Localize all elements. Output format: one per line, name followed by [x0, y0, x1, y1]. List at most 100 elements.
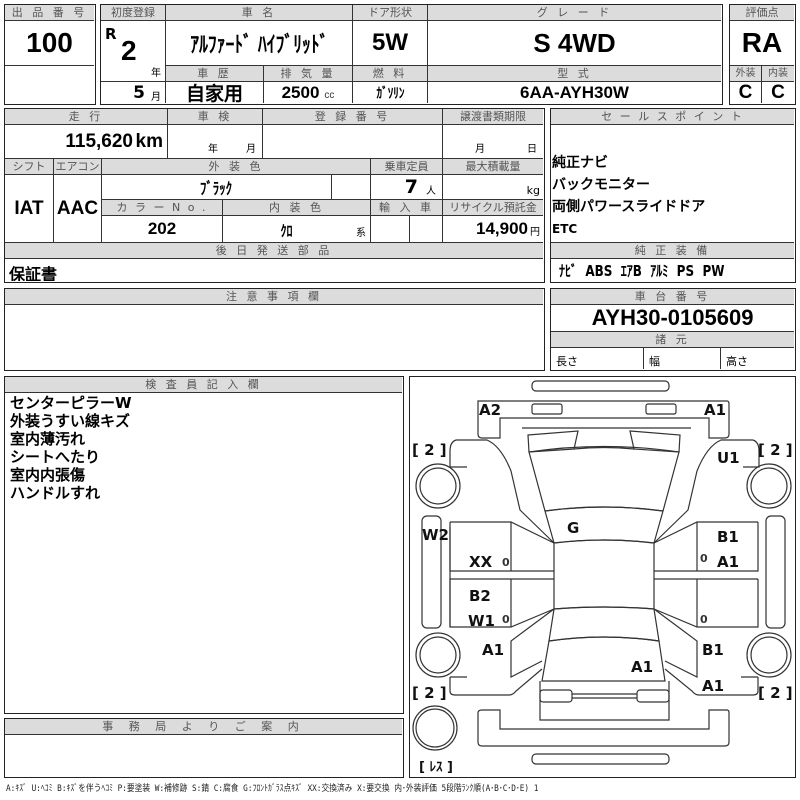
max-load-cell: kg: [443, 175, 543, 200]
capacity-label: 乗車定員: [371, 159, 443, 175]
capacity-cell: 7 人: [371, 175, 443, 200]
car-outline: [412, 380, 792, 765]
chassis-box: 車 台 番 号 AYH30-0105609 諸 元 長さ 幅 高さ: [550, 288, 796, 371]
registration-month-cell: 5 月: [101, 82, 166, 103]
inspector-note: 外装うすい線キズ: [10, 412, 131, 430]
registration-year-unit: 年: [151, 68, 161, 79]
mark-front-right: A1: [704, 401, 726, 419]
inspector-label: 検 査 員 記 入 欄: [5, 377, 402, 393]
plate-label: 登 録 番 号: [263, 109, 443, 125]
equipment-cell: ﾅﾋﾞ ABS ｴｱB ｱﾙﾐ PS PW: [551, 259, 794, 281]
mark-left-quarter: A1: [482, 641, 504, 659]
interior-score: C: [771, 82, 785, 103]
max-load-label: 最大積載量: [443, 159, 543, 175]
mark-rear-gate: A1: [631, 658, 653, 676]
vehicle-info-box: 初度登録 R 2 年 5 月 車 名 ｱﾙﾌｧｰﾄﾞ ﾊｲﾌﾞﾘｯﾄﾞ 車 歴 …: [100, 4, 723, 105]
damage-marks: A2 A1 U1 W2 G XX B2 W1 B1 A1 A1 B1 A1 A1: [422, 401, 740, 695]
displacement-unit: cc: [324, 90, 335, 101]
caution-label: 注 意 事 項 欄: [5, 289, 543, 305]
rear-glass: [548, 606, 660, 642]
mileage-value: 115,620: [65, 131, 133, 152]
right-quarter: [653, 608, 759, 696]
inspector-notes: センターピラーW 外装うすい線キズ 室内薄汚れ シートへたり 室内内張傷 ハンド…: [5, 393, 402, 712]
tread-rear-left: [ 2 ]: [412, 684, 447, 702]
sales-points-box: セ ー ル ス ポ イ ン ト 純正ナビ バックモニター 両側パワースライドドア…: [550, 108, 796, 283]
displacement-value: 2500: [281, 82, 320, 102]
inspector-box: 検 査 員 記 入 欄 センターピラーW 外装うすい線キズ 室内薄汚れ シートへ…: [4, 376, 404, 714]
damage-legend: A:ｷｽﾞ U:ﾍｺﾐ B:ｷｽﾞを伴うﾍｺﾐ P:要塗装 W:補修跡 S:錆 …: [6, 784, 539, 794]
rear-light-left: [539, 689, 573, 703]
recycle-cell: 14,900 円: [443, 216, 543, 243]
score-label: 評価点: [730, 5, 794, 21]
interior-score-label: 内装: [762, 66, 794, 82]
left-doors: [449, 521, 555, 628]
grade-label: グ レ ー ド: [428, 5, 721, 21]
chassis-value: AYH30-0105609: [551, 305, 794, 332]
chassis-label: 車 台 番 号: [551, 289, 794, 305]
front-bumper-bar: [531, 380, 670, 392]
max-load-unit: kg: [526, 184, 540, 197]
history-value: 自家用: [166, 82, 264, 103]
fuel-label: 燃 料: [353, 66, 428, 82]
spare-wheel: [412, 705, 458, 751]
registration-year-cell: R 2 年: [101, 21, 166, 82]
sales-points-list: 純正ナビ バックモニター 両側パワースライドドア ETC: [551, 125, 794, 243]
color-no-label: カ ラ ー N o .: [102, 200, 223, 216]
lot-box: 出 品 番 号 100: [4, 4, 96, 105]
wheel-rear-right: [746, 632, 792, 678]
right-step: [765, 515, 786, 629]
history-label: 車 歴: [166, 66, 264, 82]
wheel-rear-left: [415, 632, 461, 678]
shift-value: IAT: [5, 175, 54, 243]
caution-box: 注 意 事 項 欄: [4, 288, 545, 371]
aircon-label: エアコン: [54, 159, 102, 175]
spec-height: 高さ: [726, 355, 748, 368]
door-zero-mark: 0: [502, 613, 510, 626]
exterior-color-value: ﾌﾞﾗｯｸ: [200, 179, 233, 198]
right-front-fender: [653, 439, 760, 544]
windshield: [544, 506, 664, 544]
fuel-value: ｶﾞｿﾘﾝ: [376, 85, 404, 102]
door-value: 5W: [353, 21, 428, 66]
registration-era: R: [105, 25, 117, 43]
inspector-note: ハンドルすれ: [10, 484, 101, 502]
door-zero-mark: 0: [700, 552, 708, 565]
sales-point-item: 純正ナビ: [552, 155, 608, 171]
interior-color-cell: ｸﾛ 系: [223, 216, 371, 243]
inspector-note: 室内内張傷: [10, 466, 86, 484]
registration-label: 初度登録: [101, 5, 166, 21]
car-diagram-svg: A2 A1 U1 W2 G XX B2 W1 B1 A1 A1 B1 A1 A1…: [412, 380, 793, 775]
exterior-color-extra: [332, 175, 371, 200]
inspector-note: シートへたり: [10, 448, 101, 466]
transfer-month-unit: 月: [475, 144, 485, 155]
office-value: [5, 735, 402, 776]
shift-label: シフト: [5, 159, 54, 175]
transfer-day-unit: 日: [527, 144, 537, 155]
door-zero-mark: 0: [700, 613, 708, 626]
sales-points-label: セ ー ル ス ポ イ ン ト: [551, 109, 794, 125]
mileage-label: 走 行: [5, 109, 168, 125]
displacement-cell: 2500 cc: [264, 82, 353, 103]
registration-month: 5: [133, 83, 145, 103]
mark-right-front-door-2: A1: [717, 553, 739, 571]
left-quarter: [449, 608, 555, 696]
later-parts-label: 後 日 発 送 部 品: [5, 243, 543, 259]
office-box: 事 務 局 よ り ご 案 内: [4, 718, 404, 778]
interior-color-unit: 系: [356, 228, 366, 239]
equipment-label: 純 正 装 備: [551, 243, 794, 259]
caution-value: [5, 305, 543, 369]
detail-box: 走 行 車 検 登 録 番 号 譲渡書類期限 115,620 km 年 月 月 …: [4, 108, 545, 283]
inspector-note: センターピラーW: [10, 394, 132, 412]
front-bumper: [477, 400, 730, 439]
right-doors: [653, 521, 759, 628]
exterior-score-label: 外装: [730, 66, 762, 82]
equipment-value: ﾅﾋﾞ ABS ｴｱB ｱﾙﾐ PS PW: [559, 261, 725, 280]
inspection-cell: 年 月: [168, 125, 263, 159]
mark-left-rear-side: W2: [422, 526, 449, 544]
mark-right-front-fender: U1: [717, 449, 740, 467]
spare-label: [ ﾚｽ ]: [419, 760, 453, 775]
fuel-cell: ｶﾞｿﾘﾝ: [353, 82, 428, 103]
recycle-value: 14,900: [476, 219, 528, 238]
spec-width: 幅: [644, 348, 721, 369]
mark-right-front-door-1: B1: [717, 528, 739, 546]
